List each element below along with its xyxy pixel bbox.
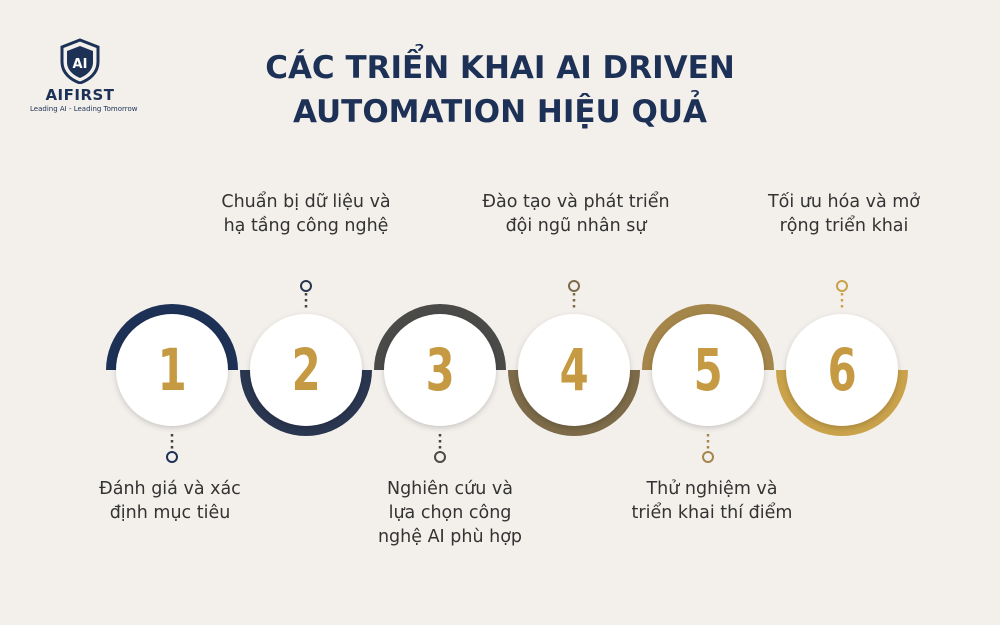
step-2-number: 2 [291,336,321,404]
step-6-node [776,280,908,436]
step-6-label: Tối ưu hóa và mở rộng triển khai [767,192,921,236]
logo-name: AIFIRST [45,86,115,104]
step-4-label: Đào tạo và phát triển đội ngũ nhân sự [482,192,670,236]
step-6-arc [776,370,908,436]
logo: AI AIFIRST Leading AI - Leading Tomorrow [30,38,138,113]
step-4-arc [508,370,640,436]
step-1-node [106,304,238,463]
step-1-number: 1 [157,336,187,404]
step-2-node [240,280,372,436]
step-5-label: Thử nghiệm và triển khai thí điểm [631,479,793,523]
step-2-label: Chuẩn bị dữ liệu và hạ tầng công nghệ [221,192,391,236]
step-1-circle [116,314,228,426]
logo-mark: AI [73,57,88,72]
step-3-arc [374,304,506,370]
step-2-connector-dot [300,280,312,292]
step-3-number: 3 [425,336,455,404]
step-1-label: Đánh giá và xác định mục tiêu [99,479,241,523]
step-6-connector-dot [836,280,848,292]
shield-logo-icon: AI [60,38,100,84]
step-6-number: 6 [827,336,857,404]
step-4-node [508,280,640,436]
step-5-connector-dot [702,451,714,463]
step-2-arc [240,370,372,436]
step-4-circle [518,314,630,426]
logo-tagline: Leading AI - Leading Tomorrow [30,105,138,113]
step-5-circle [652,314,764,426]
step-2-circle [250,314,362,426]
step-3-label: Nghiên cứu và lựa chọn công nghệ AI phù … [377,479,523,547]
step-5-arc [642,304,774,370]
title-line-2: AUTOMATION HIỆU QUẢ [292,94,708,130]
step-6-circle [786,314,898,426]
page-title: CÁC TRIỂN KHAI AI DRIVEN AUTOMATION HIỆU… [200,46,800,134]
step-3-circle [384,314,496,426]
step-3-connector-dot [434,451,446,463]
title-line-1: CÁC TRIỂN KHAI AI DRIVEN [265,50,735,86]
step-1-connector-dot [166,451,178,463]
step-1-arc [106,304,238,370]
step-5-number: 5 [693,336,723,404]
step-3-node [374,304,506,463]
step-5-node [642,304,774,463]
step-4-number: 4 [559,336,589,404]
step-4-connector-dot [568,280,580,292]
